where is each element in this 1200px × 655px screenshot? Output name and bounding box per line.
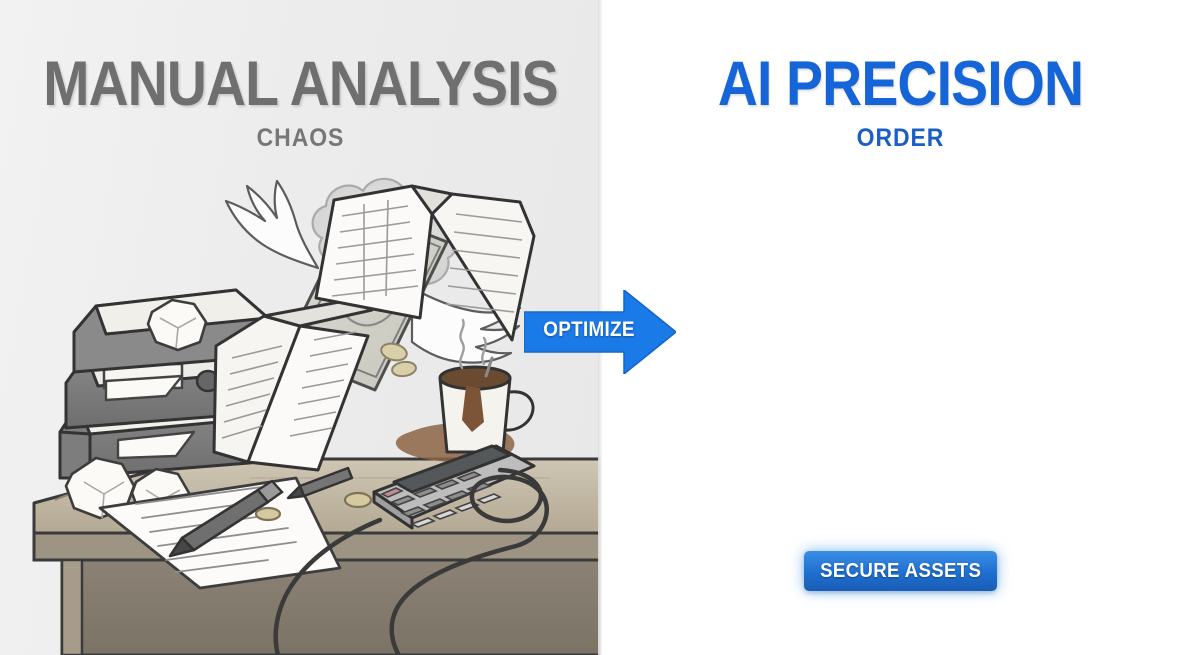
manual-analysis-panel: $ (0, 0, 601, 655)
secure-assets-label: SECURE ASSETS (819, 559, 982, 582)
steam-icon (459, 318, 487, 370)
loose-paper-icon (104, 374, 196, 460)
manual-analysis-illustration: $ (32, 177, 601, 655)
pen-icon (168, 479, 284, 558)
open-ledger-book-icon (212, 298, 374, 472)
secure-assets-badge[interactable]: SECURE ASSETS (804, 551, 997, 591)
open-book-icon (314, 184, 536, 342)
optimize-arrow-label: OPTIMIZE (543, 318, 635, 341)
ai-precision-title: AI PRECISION (717, 49, 1084, 119)
ai-precision-panel: SECURE ASSETS (601, 0, 1200, 655)
optimize-arrow[interactable] (524, 290, 676, 374)
manual-analysis-title: MANUAL ANALYSIS (43, 49, 558, 119)
ai-precision-subtitle: ORDER (856, 124, 945, 152)
cable-icon (273, 467, 549, 655)
coffee-mug-icon (438, 356, 535, 454)
second-pen-icon (286, 466, 354, 500)
manual-analysis-subtitle: CHAOS (256, 124, 345, 152)
desk-coin-icon (254, 491, 373, 522)
money-wings-icon (224, 179, 522, 364)
